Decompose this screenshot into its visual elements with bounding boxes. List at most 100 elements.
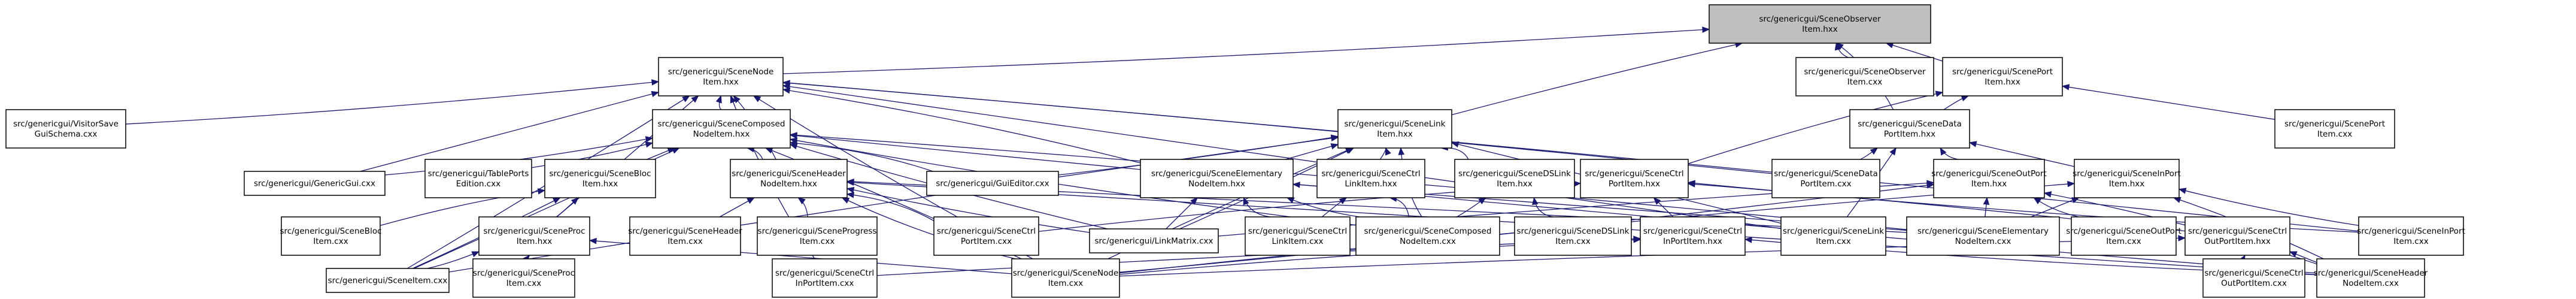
arrowhead (2178, 188, 2187, 194)
node-label: src/genericgui/SceneCtrl (1248, 226, 1347, 236)
edge-line (1969, 142, 2075, 167)
arrowhead (1292, 182, 1300, 188)
node-box (2071, 216, 2177, 256)
arrowhead (1889, 147, 1897, 156)
arrowhead (1478, 197, 1486, 205)
edge-linkmatrix-cxx-to-header-hxx (846, 186, 1090, 233)
node-box (1316, 159, 1425, 198)
arrowhead (1702, 26, 1710, 33)
arrowhead (1398, 147, 1404, 155)
node-box (2358, 216, 2464, 256)
arrowhead (730, 95, 736, 104)
node-label: src/genericgui/SceneObserver (1759, 14, 1881, 24)
node-label: LinkItem.hxx (1345, 179, 1397, 189)
arrowhead (1983, 197, 1990, 205)
arrowhead (645, 136, 654, 143)
arrowhead (588, 237, 597, 244)
node-box (2184, 216, 2290, 256)
arrowhead (471, 251, 480, 258)
edge-line (360, 92, 659, 172)
node-linkmatrix-cxx[interactable]: src/genericgui/LinkMatrix.cxx (1089, 228, 1219, 253)
node-label: NodeItem.cxx (2343, 279, 2399, 288)
arrowhead (1940, 147, 1947, 156)
node-label: src/genericgui/SceneDSLink (1517, 226, 1630, 236)
node-box (1140, 159, 1294, 198)
arrowhead (2061, 84, 2070, 90)
edge-elementary-hxx-to-linkitem-hxx (1285, 143, 1339, 160)
node-label: src/genericgui/SceneItem.cxx (328, 276, 448, 286)
node-label: src/genericgui/SceneOutPort (1931, 169, 2047, 179)
arrowhead (1968, 141, 1977, 147)
node-label: OutPortItem.hxx (2204, 237, 2271, 246)
nodes-layer: src/genericgui/SceneObserverItem.hxxsrc/… (5, 4, 2465, 298)
edge-composed-cxx-to-ctrllink-hxx (1389, 195, 1409, 218)
arrowhead (571, 197, 579, 205)
edge-line (846, 194, 934, 222)
node-label: src/genericgui/SceneProgress (758, 226, 877, 236)
edge-ctrllink-hxx-to-linkitem-hxx (1379, 147, 1391, 160)
node-label: src/genericgui/SceneElementary (1917, 226, 2049, 236)
arrowhead (2067, 180, 2076, 188)
edge-dataport-hxx-to-portitem-hxx (1943, 95, 1970, 110)
node-label: src/genericgui/SceneObserver (1804, 67, 1926, 77)
node-elementary-hxx[interactable]: src/genericgui/SceneElementaryNodeItem.h… (1140, 159, 1294, 198)
edge-line (1451, 43, 1743, 116)
node-label: src/genericgui/SceneCtrl (775, 268, 874, 278)
arrowhead (782, 87, 791, 94)
node-guieditor-cxx[interactable]: src/genericgui/GuiEditor.cxx (926, 171, 1059, 196)
node-box (1640, 216, 1746, 256)
node-label: src/genericgui/SceneComposed (1364, 226, 1492, 236)
node-label: Item.cxx (667, 237, 702, 246)
node-label: Item.cxx (1555, 237, 1590, 246)
node-label: src/genericgui/SceneInPort (2357, 226, 2465, 236)
arrowhead (1935, 90, 1944, 97)
edge-inport-hxx-to-dataport-hxx (1968, 141, 2075, 167)
node-sceneitem-cxx[interactable]: src/genericgui/SceneItem.cxx (326, 268, 450, 293)
node-genericgui-cxx[interactable]: src/genericgui/GenericGui.cxx (244, 171, 386, 196)
node-box (730, 159, 848, 198)
edge-ctrlport-cxx-to-header-hxx (846, 192, 934, 222)
node-label: src/genericgui/SceneLink (1345, 119, 1446, 129)
edge-dataport-cxx-to-dataport-hxx (1858, 147, 1879, 160)
arrowhead (1286, 197, 1295, 204)
node-elementary-cxx[interactable]: src/genericgui/SceneElementaryNodeItem.c… (1906, 216, 2060, 256)
arrowhead (682, 95, 690, 102)
edge-headeritem-cxx-to-header-hxx (719, 197, 755, 218)
